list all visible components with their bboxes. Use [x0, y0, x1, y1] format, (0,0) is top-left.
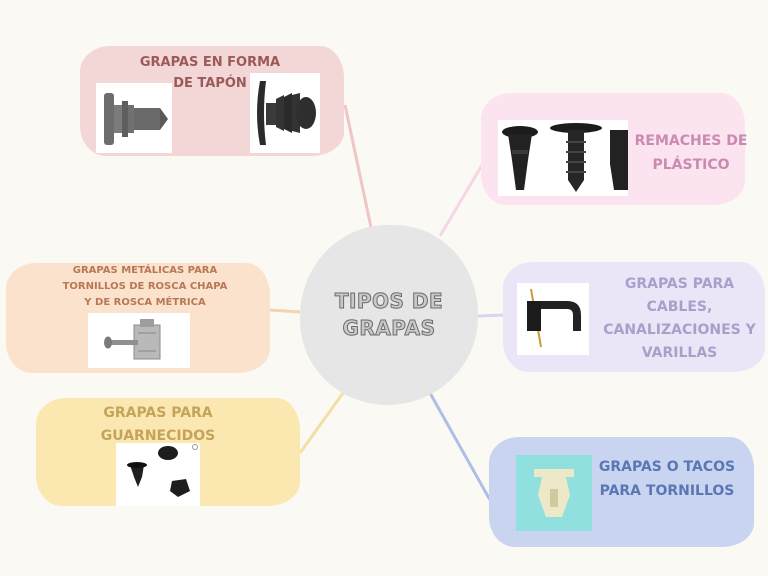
node-guarnecidos-label: GRAPAS PARA GUARNECIDOS	[100, 405, 216, 444]
central-topic-title: TIPOS DE GRAPAS	[334, 289, 444, 341]
plug-clip-icon	[96, 83, 172, 153]
connector-tapon	[343, 104, 374, 233]
node-tapon-label: GRAPAS EN FORMA DE TAPÓN	[139, 55, 281, 91]
connector-guarnecidos	[298, 392, 345, 454]
connector-cables	[477, 313, 506, 318]
screw-anchor-icon	[516, 455, 592, 531]
cable-clip-icon	[517, 283, 589, 355]
node-metalicas-label: GRAPAS METÁLICAS PARA TORNILLOS DE ROSCA…	[62, 265, 228, 308]
plastic-rivet-icon	[498, 120, 628, 196]
node-remaches-label: REMACHES DE PLÁSTICO	[634, 133, 748, 173]
node-tornillos-label: GRAPAS O TACOS PARA TORNILLOS	[598, 459, 736, 499]
node-cables-label: GRAPAS PARA CABLES, CANALIZACIONES Y VAR…	[603, 276, 756, 361]
metal-clip-icon	[88, 313, 190, 368]
connector-tornillos	[428, 392, 492, 501]
plug-clip-icon-2	[250, 73, 320, 153]
connector-metalicas	[269, 308, 301, 314]
central-topic[interactable]: TIPOS DE GRAPAS	[300, 225, 478, 405]
connector-remaches	[438, 159, 487, 237]
trim-clip-icon	[116, 443, 200, 506]
